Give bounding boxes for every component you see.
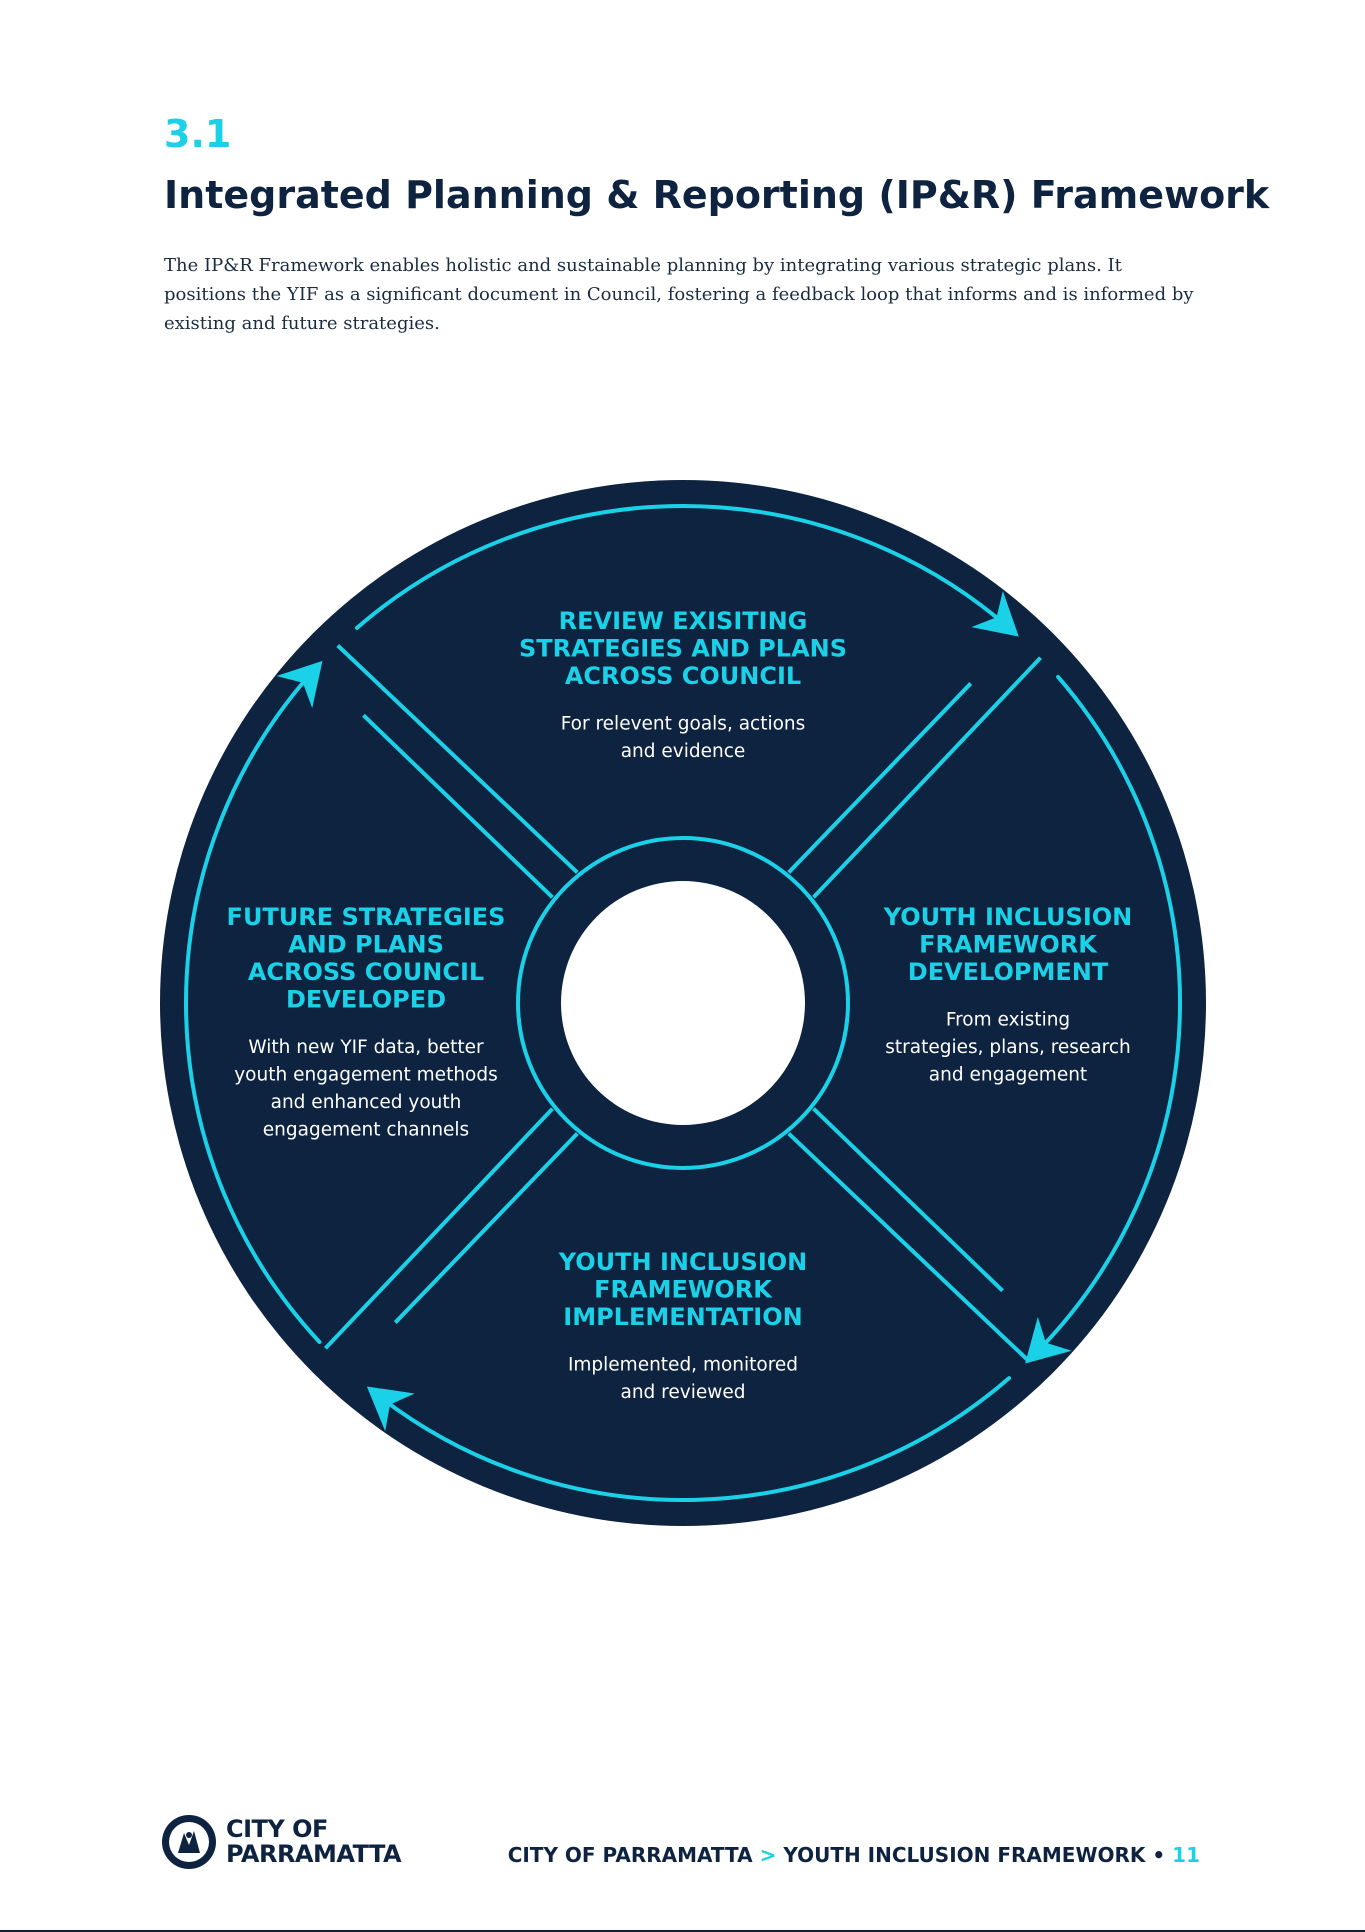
divider-bottom-right-inner [812,1107,1004,1293]
quadrant-bottom-heading-line: FRAMEWORK [594,1276,773,1304]
quadrant-right-body-line: and engagement [929,1065,1087,1086]
quadrant-right-body-line: strategies, plans, research [885,1037,1131,1058]
cycle-outer-ring [184,504,1182,1502]
arc-top [354,504,1012,630]
quadrant-left-body-line: engagement channels [263,1120,469,1141]
running-footer-separator: > [759,1843,777,1867]
intro-paragraph: The IP&R Framework enables holistic and … [164,255,1194,334]
divider-top-left [336,644,579,874]
quadrant-left-heading-line: ACROSS COUNCIL [248,958,484,986]
running-footer-bullet: • [1152,1843,1166,1867]
arc-left [184,668,322,1344]
divider-bottom-left-inner [393,1132,579,1324]
page-bottom-rule [0,1930,1365,1932]
quadrant-left-heading-line: AND PLANS [288,931,444,959]
divider-top-right [812,656,1042,899]
divider-bottom-right [787,1132,1030,1362]
quadrant-top-heading-line: REVIEW EXISITING [559,607,808,635]
quadrant-right-heading-line: FRAMEWORK [919,931,1098,959]
arc-left-arrow-icon [276,660,323,709]
quadrant-left-heading-line: DEVELOPED [286,986,446,1014]
quadrant-bottom-body-line: and reviewed [621,1382,746,1403]
quadrant-left-heading-line: FUTURE STRATEGIES [227,903,506,931]
section-number: 3.1 [164,112,232,156]
quadrant-right-heading-line: DEVELOPMENT [908,958,1109,986]
logo-line-2: PARRAMATTA [226,1840,402,1868]
arc-right [1032,674,1182,1357]
quadrant-left-body-line: With new YIF data, better [248,1037,484,1058]
quadrant-top-heading-line: STRATEGIES AND PLANS [519,635,847,663]
cycle-arrow-heads [276,590,1072,1432]
quadrant-bottom-body-line: Implemented, monitored [568,1355,798,1376]
quadrant-bottom-heading-line: IMPLEMENTATION [563,1303,802,1331]
running-footer-org: CITY OF PARRAMATTA [507,1843,753,1867]
arc-bottom [375,1376,1012,1502]
arc-top-arrow-icon [971,590,1019,637]
logo-wordmark: CITY OF PARRAMATTA [226,1815,402,1868]
page-number: 11 [1172,1843,1200,1867]
arc-bottom-arrow-icon [366,1386,415,1432]
divider-top-left-inner [362,713,554,899]
page-title: Integrated Planning & Reporting (IP&R) F… [164,173,1270,217]
logo-line-1: CITY OF [226,1815,328,1843]
quadrant-bottom-heading-line: YOUTH INCLUSION [558,1248,807,1276]
divider-top-right-inner [787,682,973,874]
quadrant-top-body-line: and evidence [621,741,746,762]
quadrant-top-heading-line: ACROSS COUNCIL [565,662,801,690]
quadrant-left-body-line: and enhanced youth [271,1092,462,1113]
arc-right-arrow-icon [1025,1316,1072,1364]
quadrant-top-body-line: For relevent goals, actions [561,714,806,735]
cycle-center-hole [561,881,805,1125]
running-footer: CITY OF PARRAMATTA > YOUTH INCLUSION FRA… [508,1843,1200,1867]
divider-bottom-left [324,1107,554,1350]
cycle-dividers [324,644,1042,1362]
quadrant-right-body-line: From existing [946,1010,1070,1031]
city-emblem-icon [162,1815,216,1869]
quadrant-right-heading-line: YOUTH INCLUSION [883,903,1132,931]
quadrant-left-body-line: youth engagement methods [234,1065,498,1086]
running-footer-doc: YOUTH INCLUSION FRAMEWORK [783,1843,1146,1867]
city-logo: CITY OF PARRAMATTA [160,1813,402,1871]
